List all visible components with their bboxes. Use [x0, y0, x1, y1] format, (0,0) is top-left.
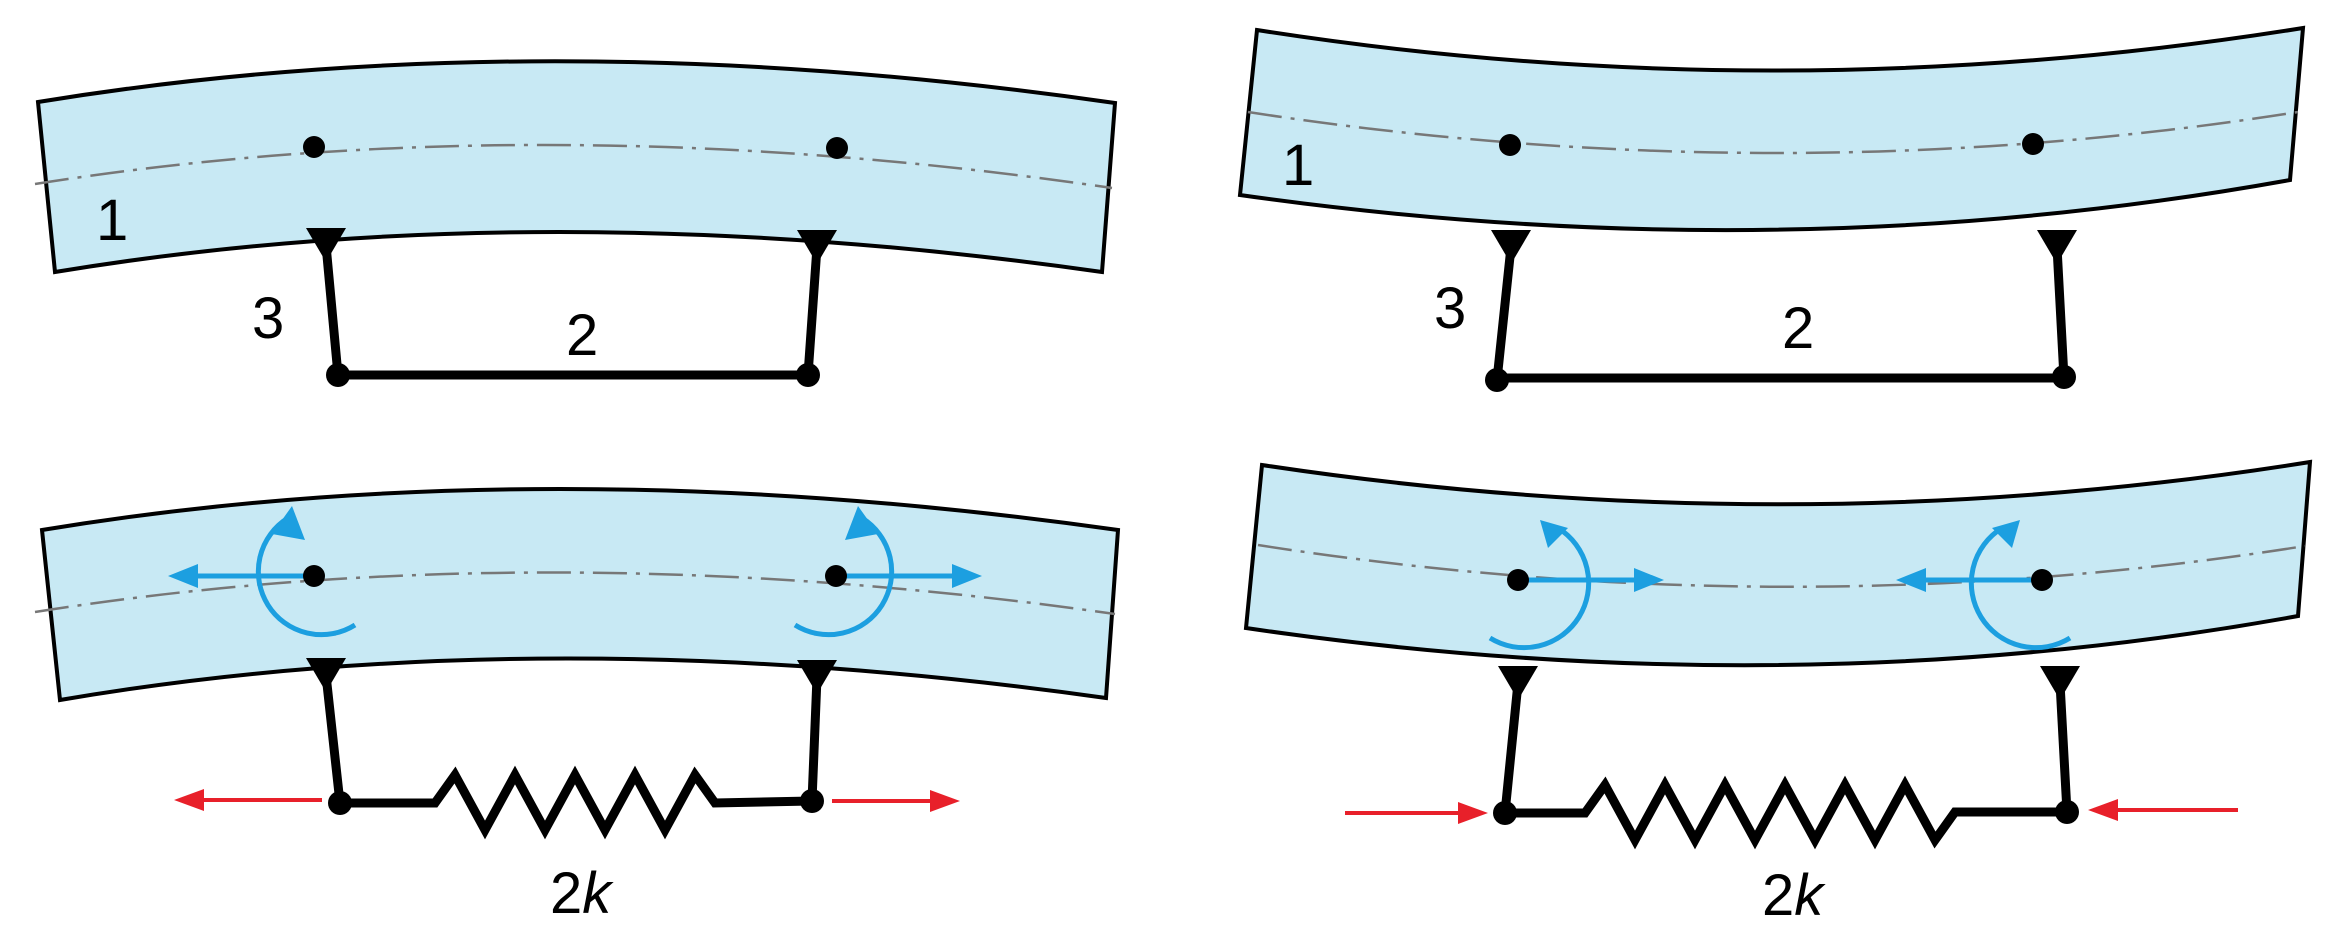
internal-actions-right — [1896, 520, 2072, 651]
tie-node-left — [1485, 368, 1509, 392]
panel-bottom-right: 2k — [1243, 459, 2313, 928]
beam-axis-top-right — [1247, 110, 2299, 155]
internal-actions-left — [168, 506, 357, 638]
axial-arrowhead-right-icon — [952, 564, 982, 588]
force-arrowhead-left-icon — [1458, 802, 1488, 824]
label-spring: 2k — [1762, 863, 1826, 928]
moment-arc-left-icon — [255, 515, 357, 638]
tie-node-left — [326, 363, 350, 387]
beam-node-right — [825, 565, 847, 587]
spring-node-left — [328, 791, 352, 815]
tie-node-right — [796, 363, 820, 387]
spring — [1500, 775, 2072, 850]
axial-arrowhead-left-icon — [168, 564, 198, 588]
moment-arrowhead-left-icon — [1540, 520, 1568, 548]
strut-right — [2055, 678, 2072, 817]
beam-bottom-right — [1243, 459, 2313, 668]
label-beam: 1 — [96, 188, 128, 253]
label-strut: 3 — [252, 286, 284, 351]
spring — [335, 765, 817, 840]
label-beam: 1 — [1282, 133, 1314, 198]
panel-top-right: 1 3 2 — [1237, 25, 2306, 392]
beam-axis-bottom-right — [1257, 543, 2306, 588]
beam-node-right — [2022, 133, 2044, 155]
strut-right — [2052, 242, 2069, 383]
beam-node-left — [1499, 134, 1521, 156]
strut-right — [807, 672, 822, 806]
moment-arrowhead-left-icon — [272, 506, 305, 540]
moment-arrowhead-right-icon — [1992, 520, 2020, 548]
beam-node-right — [2031, 569, 2053, 591]
beam-axis-bottom-left — [34, 571, 1116, 616]
spring-node-right — [800, 789, 824, 813]
internal-actions-right — [793, 506, 982, 638]
axial-arrowhead-left-icon — [1634, 568, 1664, 592]
spring-node-left — [1493, 801, 1517, 825]
force-arrowhead-right-icon — [2088, 799, 2118, 821]
beam-node-left — [1507, 569, 1529, 591]
strut-left — [321, 240, 343, 380]
strut-left — [1500, 678, 1523, 818]
force-arrowhead-right-icon — [930, 790, 960, 812]
label-strut: 3 — [1434, 276, 1466, 341]
axial-arrowhead-right-icon — [1896, 568, 1926, 592]
panel-bottom-left: 2k — [34, 487, 1121, 926]
strut-right — [803, 242, 822, 380]
moment-arc-right-icon — [1968, 525, 2072, 651]
moment-arrowhead-right-icon — [845, 506, 878, 540]
label-tie: 2 — [566, 303, 598, 368]
moment-arc-left-icon — [1488, 525, 1592, 651]
beam-axis-top-left — [34, 143, 1113, 190]
label-tie: 2 — [1782, 296, 1814, 361]
moment-arc-right-icon — [793, 515, 895, 638]
beam-top-right — [1237, 25, 2306, 233]
internal-actions-left — [1488, 520, 1664, 651]
strut-left — [321, 670, 345, 808]
force-arrowhead-left-icon — [174, 789, 204, 811]
beam-node-left — [303, 565, 325, 587]
label-spring: 2k — [550, 861, 614, 926]
strut-left — [1492, 242, 1516, 385]
beam-node-left — [303, 136, 325, 158]
beam-top-left — [35, 59, 1118, 275]
spring-node-right — [2055, 800, 2079, 824]
tie-node-right — [2052, 365, 2076, 389]
panel-top-left: 1 3 2 — [34, 59, 1118, 387]
beam-node-right — [826, 137, 848, 159]
beam-bottom-left — [39, 487, 1121, 703]
